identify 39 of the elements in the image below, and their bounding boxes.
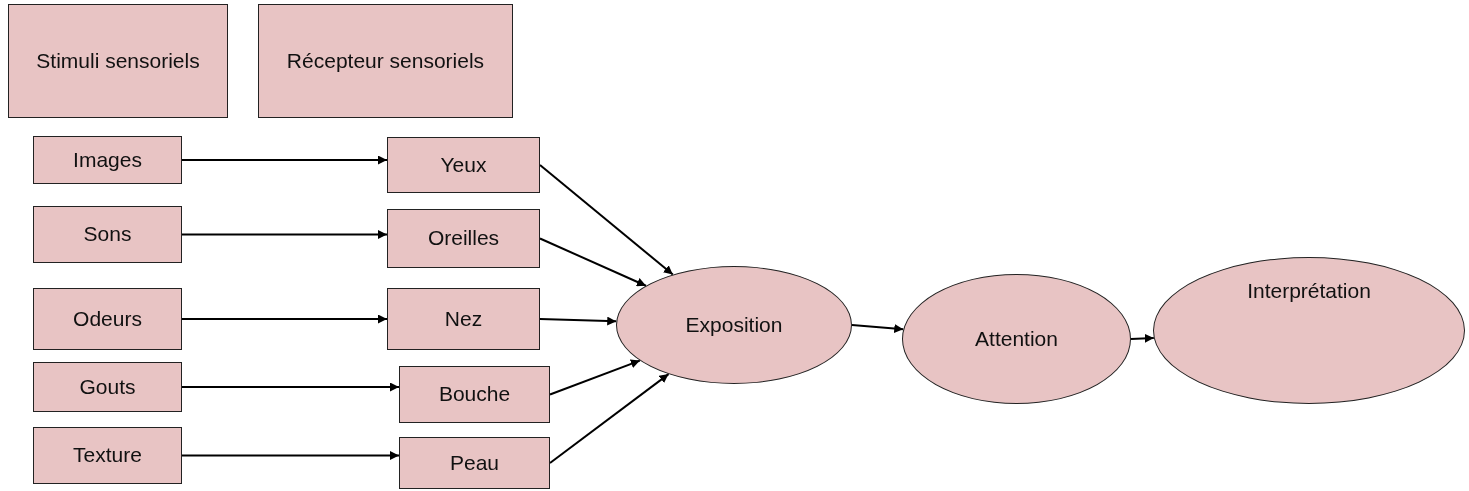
node-label: Yeux: [440, 151, 487, 178]
node-label: Récepteur sensoriels: [286, 47, 485, 74]
node-label: Exposition: [685, 311, 783, 338]
arrow: [181, 230, 388, 239]
process-box: [387, 288, 540, 350]
arrow: [851, 324, 905, 334]
node-label: Texture: [73, 442, 142, 469]
process-box: [33, 427, 182, 484]
arrow: [1130, 333, 1155, 343]
process-box: [33, 206, 182, 263]
arrow: [181, 155, 388, 165]
arrow: [539, 164, 674, 276]
arrow: [539, 237, 647, 287]
node-label: Stimuli sensoriels: [36, 47, 200, 74]
arrow: [549, 359, 641, 396]
node-label: Nez: [444, 305, 483, 332]
node-label: Gouts: [79, 373, 136, 400]
node-label: Sons: [83, 221, 132, 248]
node-label: Images: [73, 146, 142, 173]
arrow: [181, 314, 388, 324]
process-box: [8, 4, 228, 118]
process-box: [33, 136, 182, 184]
node-label: Interprétation: [1247, 278, 1371, 304]
node-label: Odeurs: [73, 305, 142, 332]
arrow: [549, 373, 670, 464]
node-label: Peau: [449, 449, 499, 476]
node-label: Attention: [975, 325, 1058, 352]
node-label: Bouche: [438, 381, 511, 408]
process-box: [258, 4, 513, 118]
process-box: [399, 437, 550, 489]
node-label: Oreilles: [427, 225, 500, 252]
process-box: [33, 288, 182, 350]
arrow: [181, 451, 400, 460]
process-box: [387, 209, 540, 268]
process-box: [387, 137, 540, 193]
process-box: [33, 362, 182, 412]
process-box: [399, 366, 550, 423]
arrow: [539, 316, 618, 326]
arrow: [181, 382, 400, 392]
